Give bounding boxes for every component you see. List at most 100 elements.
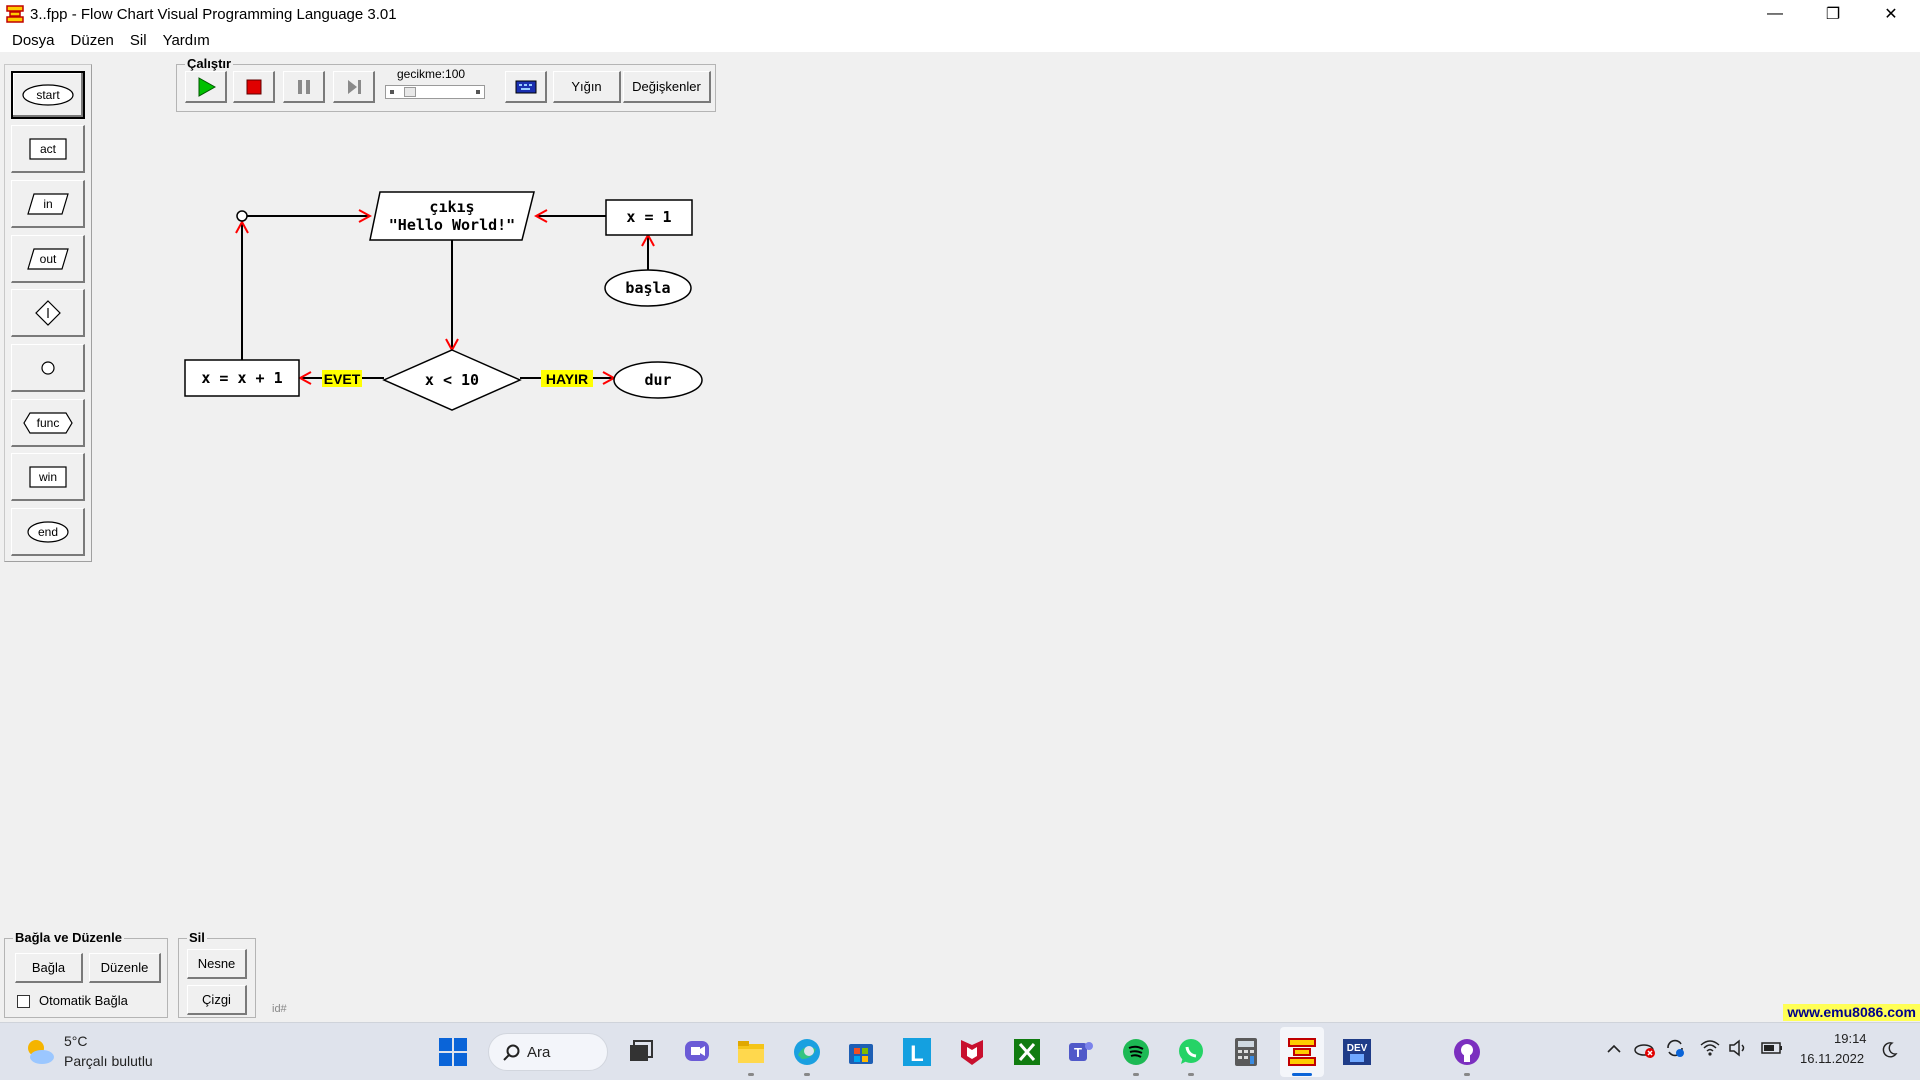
palette-if-button[interactable] — [11, 289, 85, 337]
wifi-icon[interactable] — [1700, 1039, 1720, 1057]
step-button[interactable] — [333, 71, 375, 103]
palette-win-button[interactable]: win — [11, 453, 85, 501]
chat-icon[interactable] — [680, 1035, 714, 1069]
volume-icon[interactable] — [1728, 1039, 1748, 1057]
stop-icon — [246, 79, 261, 94]
delay-label: gecikme:100 — [397, 67, 466, 81]
slider-left-arrow-icon[interactable] — [390, 90, 394, 94]
run-button[interactable] — [185, 71, 227, 103]
menu-file[interactable]: Dosya — [12, 31, 55, 49]
palette-start-button[interactable]: start — [11, 71, 85, 119]
delete-object-button[interactable]: Nesne — [187, 949, 247, 979]
slider-right-arrow-icon[interactable] — [476, 90, 480, 94]
step-icon — [347, 79, 361, 94]
search-label: Ara — [527, 1043, 551, 1061]
svg-text:HAYIR: HAYIR — [546, 371, 588, 387]
run-group: Çalıştır gecikme:100 Yığın Değişkenler — [176, 56, 716, 112]
auto-connect-checkbox[interactable] — [17, 995, 30, 1008]
svg-text:act: act — [39, 142, 56, 156]
teams-icon[interactable]: T — [1064, 1035, 1098, 1069]
task-view-icon[interactable] — [624, 1035, 658, 1069]
stop-node[interactable]: dur — [613, 361, 703, 399]
palette-func-button[interactable]: func — [11, 399, 85, 447]
condition-node-text: x < 10 — [425, 371, 479, 389]
arrange-button[interactable]: Düzenle — [89, 953, 161, 983]
palette-out-button[interactable]: out — [11, 235, 85, 283]
screen-button[interactable] — [505, 71, 547, 103]
taskbar: 5°C Parçalı bulutlu Ara L T — [0, 1022, 1920, 1080]
menu-edit[interactable]: Düzen — [70, 31, 114, 49]
svg-text:EVET: EVET — [324, 371, 361, 387]
join-connector[interactable] — [236, 210, 248, 222]
devcpp-icon[interactable]: DEV — [1340, 1035, 1374, 1069]
connect-group-title: Bağla ve Düzenle — [13, 930, 124, 945]
spotify-icon[interactable] — [1119, 1035, 1153, 1069]
increment-node-text: x = x + 1 — [201, 369, 282, 387]
flowchart-canvas[interactable]: çıkış "Hello World!" x = 1 başla x < 10 … — [0, 0, 1920, 1000]
promo-link[interactable]: www.emu8086.com — [1783, 1004, 1920, 1021]
menu-bar: Dosya Düzen Sil Yardım — [0, 28, 1920, 52]
pause-icon — [297, 79, 310, 94]
diamond-icon — [34, 299, 61, 326]
whatsapp-icon[interactable] — [1174, 1035, 1208, 1069]
pause-button[interactable] — [283, 71, 325, 103]
svg-text:in: in — [43, 197, 52, 211]
focus-moon-icon[interactable] — [1880, 1041, 1898, 1059]
run-group-title: Çalıştır — [185, 56, 234, 71]
palette-connector-button[interactable] — [11, 344, 85, 392]
tray-chevron-up-icon[interactable] — [1606, 1041, 1622, 1057]
start-menu-icon[interactable] — [436, 1035, 470, 1069]
delay-slider[interactable] — [385, 85, 485, 99]
battery-icon[interactable] — [1760, 1039, 1784, 1057]
variables-button[interactable]: Değişkenler — [623, 71, 711, 103]
palette-in-button[interactable]: in — [11, 180, 85, 228]
delete-group: Sil Nesne Çizgi — [178, 930, 256, 1018]
title-bar: 3..fpp - Flow Chart Visual Programming L… — [0, 0, 1920, 28]
calculator-icon[interactable] — [1229, 1035, 1263, 1069]
palette-act-button[interactable]: act — [11, 125, 85, 173]
l-app-icon[interactable]: L — [900, 1035, 934, 1069]
condition-node[interactable]: x < 10 — [382, 349, 522, 411]
taskbar-search[interactable]: Ara — [488, 1033, 608, 1071]
xbox-icon[interactable] — [1010, 1035, 1044, 1069]
flowchart-app-icon[interactable] — [1285, 1035, 1319, 1069]
win-rect-icon: win — [28, 465, 67, 488]
close-button[interactable]: ✕ — [1884, 6, 1898, 23]
search-icon — [503, 1044, 520, 1061]
palette-end-button[interactable]: end — [11, 508, 85, 556]
weather-icon[interactable] — [22, 1035, 56, 1069]
no-label: HAYIR — [541, 370, 593, 387]
menu-help[interactable]: Yardım — [162, 31, 210, 49]
circle-icon — [40, 360, 55, 375]
auto-connect-label: Otomatik Bağla — [39, 993, 128, 1008]
start-node-text: başla — [625, 279, 670, 297]
sync-icon[interactable] — [1664, 1037, 1686, 1059]
start-node[interactable]: başla — [604, 269, 692, 307]
onedrive-error-icon[interactable] — [1634, 1039, 1656, 1059]
connect-button[interactable]: Bağla — [15, 953, 83, 983]
file-explorer-icon[interactable] — [734, 1035, 768, 1069]
func-hexagon-icon: func — [22, 411, 73, 434]
init-node-text: x = 1 — [626, 208, 671, 226]
weather-desc: Parçalı bulutlu — [64, 1053, 153, 1069]
store-icon[interactable] — [844, 1035, 878, 1069]
stack-button[interactable]: Yığın — [553, 71, 621, 103]
svg-text:win: win — [37, 470, 56, 484]
connect-group: Bağla ve Düzenle Bağla Düzenle Otomatik … — [4, 930, 168, 1018]
minimize-button[interactable]: — — [1767, 5, 1783, 22]
delete-line-button[interactable]: Çizgi — [187, 985, 247, 1015]
mcafee-icon[interactable] — [955, 1035, 989, 1069]
slider-thumb[interactable] — [404, 87, 416, 97]
output-node[interactable]: çıkış "Hello World!" — [369, 191, 535, 241]
weather-temp: 5°C — [64, 1033, 88, 1049]
clock-time[interactable]: 19:14 — [1834, 1031, 1867, 1046]
object-id-label: id# — [272, 1003, 287, 1015]
menu-delete[interactable]: Sil — [129, 31, 147, 49]
clock-date[interactable]: 16.11.2022 — [1800, 1051, 1865, 1066]
github-desktop-icon[interactable] — [1450, 1035, 1484, 1069]
increment-node[interactable]: x = x + 1 — [184, 359, 300, 397]
init-node[interactable]: x = 1 — [605, 199, 693, 236]
restore-button[interactable]: ❐ — [1825, 6, 1841, 23]
stop-button[interactable] — [233, 71, 275, 103]
edge-browser-icon[interactable] — [790, 1035, 824, 1069]
